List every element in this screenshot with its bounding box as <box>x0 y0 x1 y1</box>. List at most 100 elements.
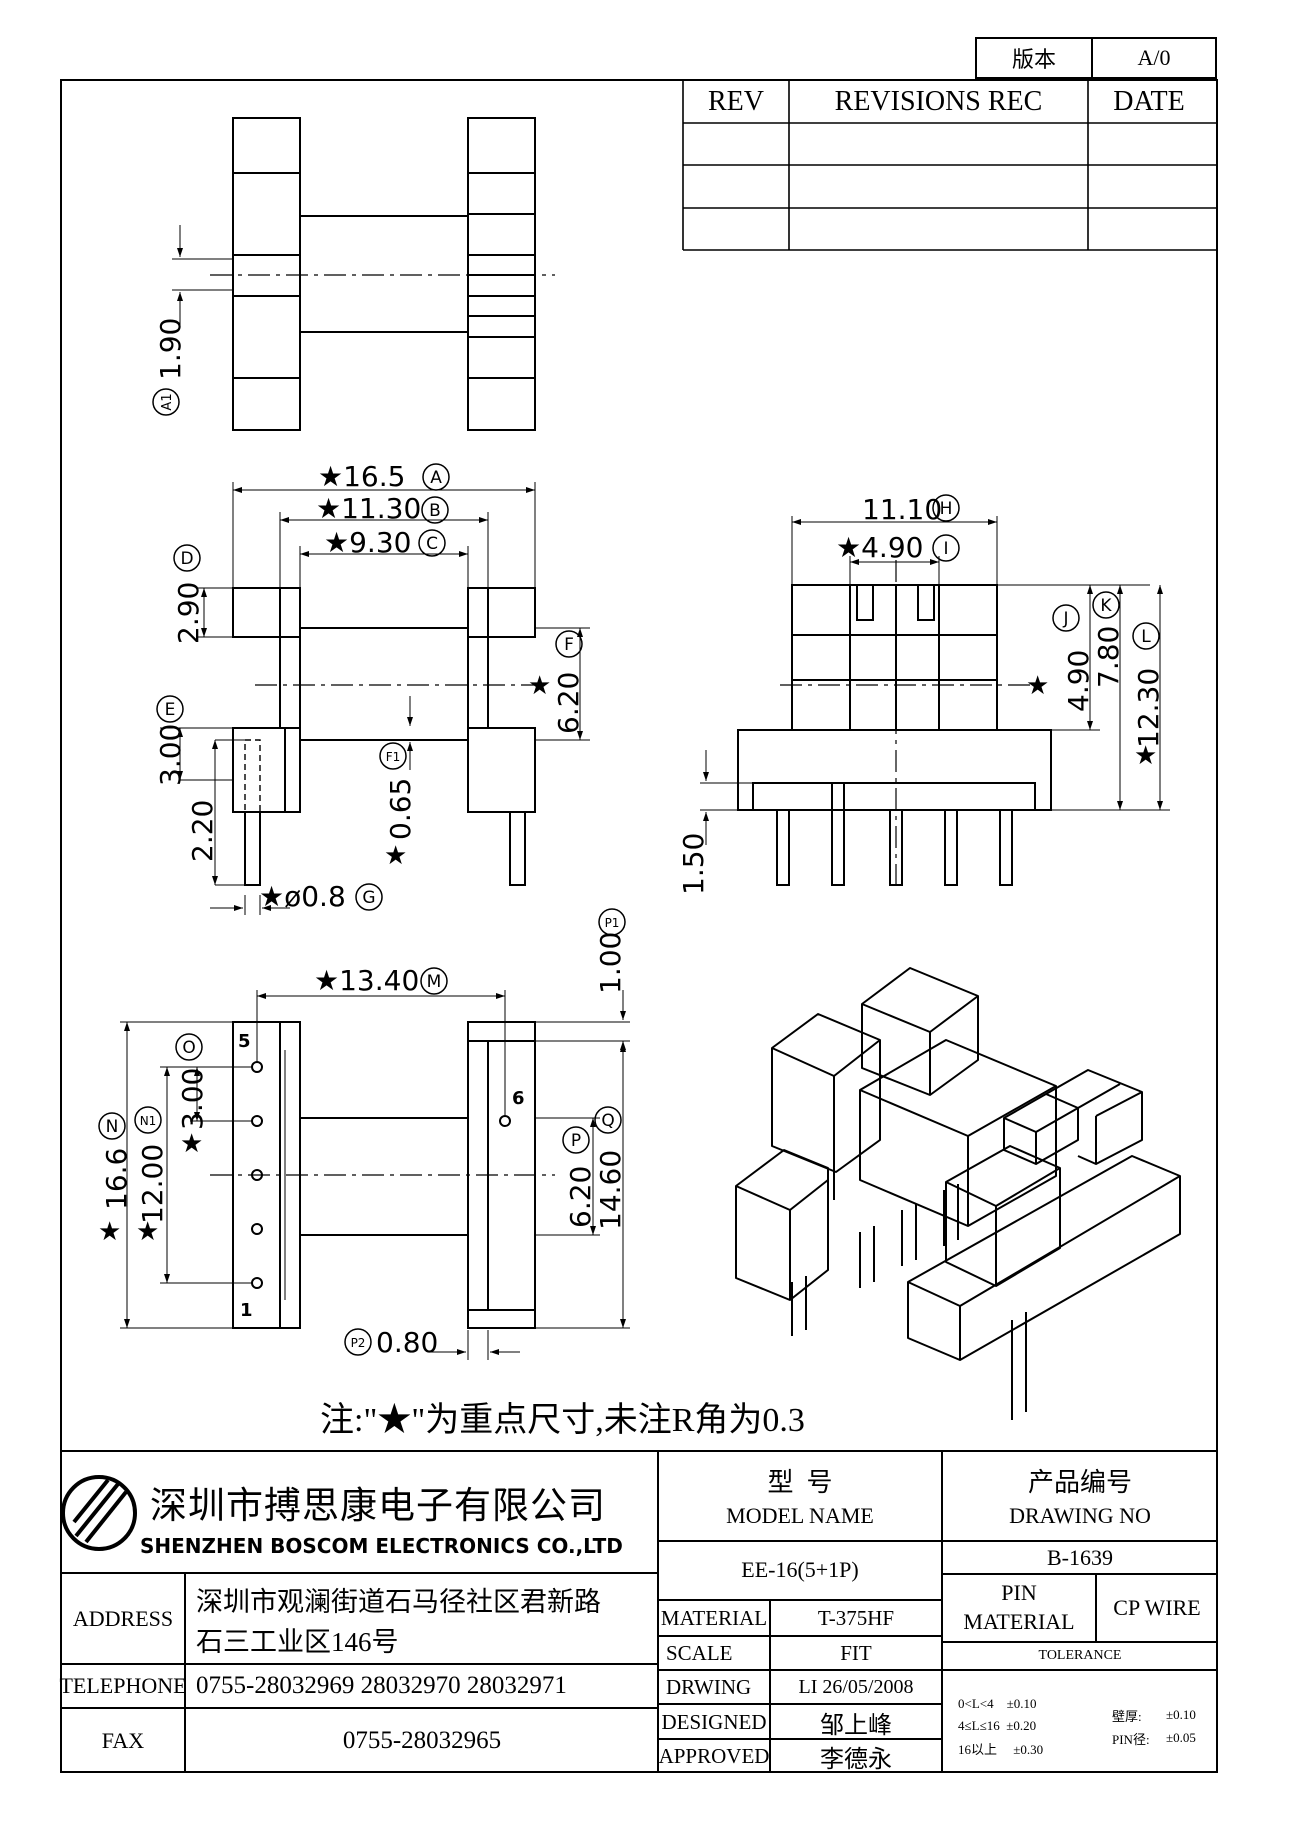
label-g-circle: G <box>355 883 383 911</box>
dim-o-star: ★ <box>180 1129 203 1159</box>
company-logo-icon <box>61 1475 137 1551</box>
version-box-divider <box>1091 37 1093 79</box>
version-label: 版本 <box>1011 47 1056 72</box>
label-p-circle: P <box>562 1126 590 1154</box>
dim-f1: 0.65 <box>384 778 417 840</box>
label-q-circle: Q <box>594 1106 622 1134</box>
dim-o: 3.00 <box>176 1068 209 1130</box>
label-f1-circle: F1 <box>379 742 407 770</box>
label-e-circle: E <box>156 695 184 723</box>
key-dimension-note: 注:"★"为重点尺寸,未注R角为0.3 <box>320 1401 805 1439</box>
bottom-view <box>210 1021 555 1329</box>
dim-l-star: ★ <box>1134 741 1157 771</box>
dim-n: 16.6 <box>100 1148 133 1210</box>
dim-i: ★4.90 <box>836 531 923 564</box>
tolerance-label: TOLERANCE <box>1038 1648 1122 1663</box>
svg-text:L: L <box>1141 627 1151 647</box>
dim-d: 2.90 <box>172 582 205 644</box>
designed-value: 邹上峰 <box>820 1712 892 1739</box>
front-view <box>232 587 548 886</box>
pin-material-value: CP WIRE <box>1113 1595 1201 1620</box>
dim-p1: 1.00 <box>594 932 627 994</box>
revisions-grid <box>682 81 1217 251</box>
bottom-view-dimensions <box>120 990 630 1360</box>
address-label: ADDRESS <box>72 1606 174 1631</box>
svg-text:K: K <box>1100 596 1112 616</box>
svg-text:Q: Q <box>601 1111 614 1131</box>
svg-text:F: F <box>564 635 574 655</box>
dim-c: ★9.30 <box>324 526 411 559</box>
pin-6-label: 6 <box>512 1088 525 1109</box>
svg-text:M: M <box>427 972 442 992</box>
dim-q: 14.60 <box>594 1150 627 1230</box>
svg-text:O: O <box>182 1038 195 1058</box>
pin-diameter-label: PIN径: <box>1112 1731 1150 1747</box>
pin-1-label: 1 <box>240 1300 253 1321</box>
rev-header: REV <box>708 86 764 117</box>
svg-text:N1: N1 <box>140 1114 157 1128</box>
dim-k: 7.80 <box>1092 626 1125 688</box>
side-view <box>737 560 1052 890</box>
drawing-no-en: DRAWING NO <box>1009 1503 1151 1528</box>
svg-text:C: C <box>426 534 438 554</box>
svg-text:A1: A1 <box>160 393 175 410</box>
material-value: T-375HF <box>817 1605 895 1630</box>
technical-drawing: 1.90 A1 <box>98 117 1181 1420</box>
model-name-en: MODEL NAME <box>726 1503 874 1528</box>
label-d-circle: D <box>173 544 201 572</box>
dim-f: 6.20 <box>552 672 585 734</box>
svg-text:I: I <box>943 539 948 559</box>
dim-b: ★11.30 <box>316 492 421 525</box>
revisions-rec-header: REVISIONS REC <box>834 86 1043 117</box>
pin-material-label-1: PIN <box>1001 1580 1037 1605</box>
wall-thickness-value: ±0.10 <box>1166 1707 1196 1722</box>
label-a1-circle: A1 <box>152 388 180 416</box>
drawing-no-cn: 产品编号 <box>1027 1467 1132 1497</box>
label-k-circle: K <box>1092 591 1120 619</box>
drawing-value: LI 26/05/2008 <box>798 1675 914 1698</box>
svg-text:D: D <box>180 549 193 569</box>
designed-label: DESIGNED <box>661 1709 767 1734</box>
dim-pin-len: 1.50 <box>677 833 710 895</box>
pin-diameter-value: ±0.05 <box>1166 1730 1196 1745</box>
dim-j: 4.90 <box>1062 650 1095 712</box>
address-line-1: 深圳市观澜街道石马径社区君新路 <box>196 1586 601 1617</box>
isometric-view <box>735 967 1181 1420</box>
version-value: A/0 <box>1137 45 1171 70</box>
scale-value: FIT <box>840 1640 872 1665</box>
top-view <box>172 117 555 431</box>
dim-f1-star: ★ <box>384 841 407 871</box>
telephone-label: TELEPHONE <box>59 1673 187 1698</box>
svg-text:N: N <box>106 1117 119 1137</box>
drawing-frame <box>60 79 1218 1773</box>
dim-f-star: ★ <box>528 671 551 701</box>
dim-n1: 12.00 <box>136 1144 169 1224</box>
date-header: DATE <box>1113 86 1185 117</box>
svg-text:P1: P1 <box>605 916 620 930</box>
tolerance-row-2: 4≤L≤16 ±0.20 <box>958 1718 1037 1733</box>
approved-value: 李德永 <box>820 1746 892 1773</box>
approved-label: APPROVED <box>658 1743 770 1768</box>
company-name-en: SHENZHEN BOSCOM ELECTRONICS CO.,LTD <box>140 1534 623 1558</box>
pin-5-label: 5 <box>238 1031 251 1052</box>
dim-h: 11.10 <box>862 493 942 526</box>
tolerance-row-3: 16以上 ±0.30 <box>958 1741 1044 1757</box>
dim-n1-star: ★ <box>136 1217 159 1247</box>
side-view-dimensions <box>700 516 1170 845</box>
drawing-label: DRWING <box>666 1674 752 1699</box>
fax-value: 0755-28032965 <box>342 1727 502 1754</box>
svg-text:G: G <box>362 888 375 908</box>
label-o-circle: O <box>175 1033 203 1061</box>
label-p1-circle: P1 <box>598 908 626 936</box>
model-value: EE-16(5+1P) <box>741 1557 859 1582</box>
svg-text:F1: F1 <box>386 750 401 764</box>
label-n-circle: N <box>98 1112 126 1140</box>
wall-thickness-label: 壁厚: <box>1112 1708 1142 1724</box>
dim-p2: 0.80 <box>376 1326 438 1359</box>
svg-text:P2: P2 <box>351 1336 366 1350</box>
dim-a: ★16.5 <box>318 460 405 493</box>
svg-text:J: J <box>1062 609 1068 629</box>
dim-e: 3.00 <box>154 724 187 786</box>
tolerance-row-1: 0<L<4 ±0.10 <box>958 1696 1037 1711</box>
